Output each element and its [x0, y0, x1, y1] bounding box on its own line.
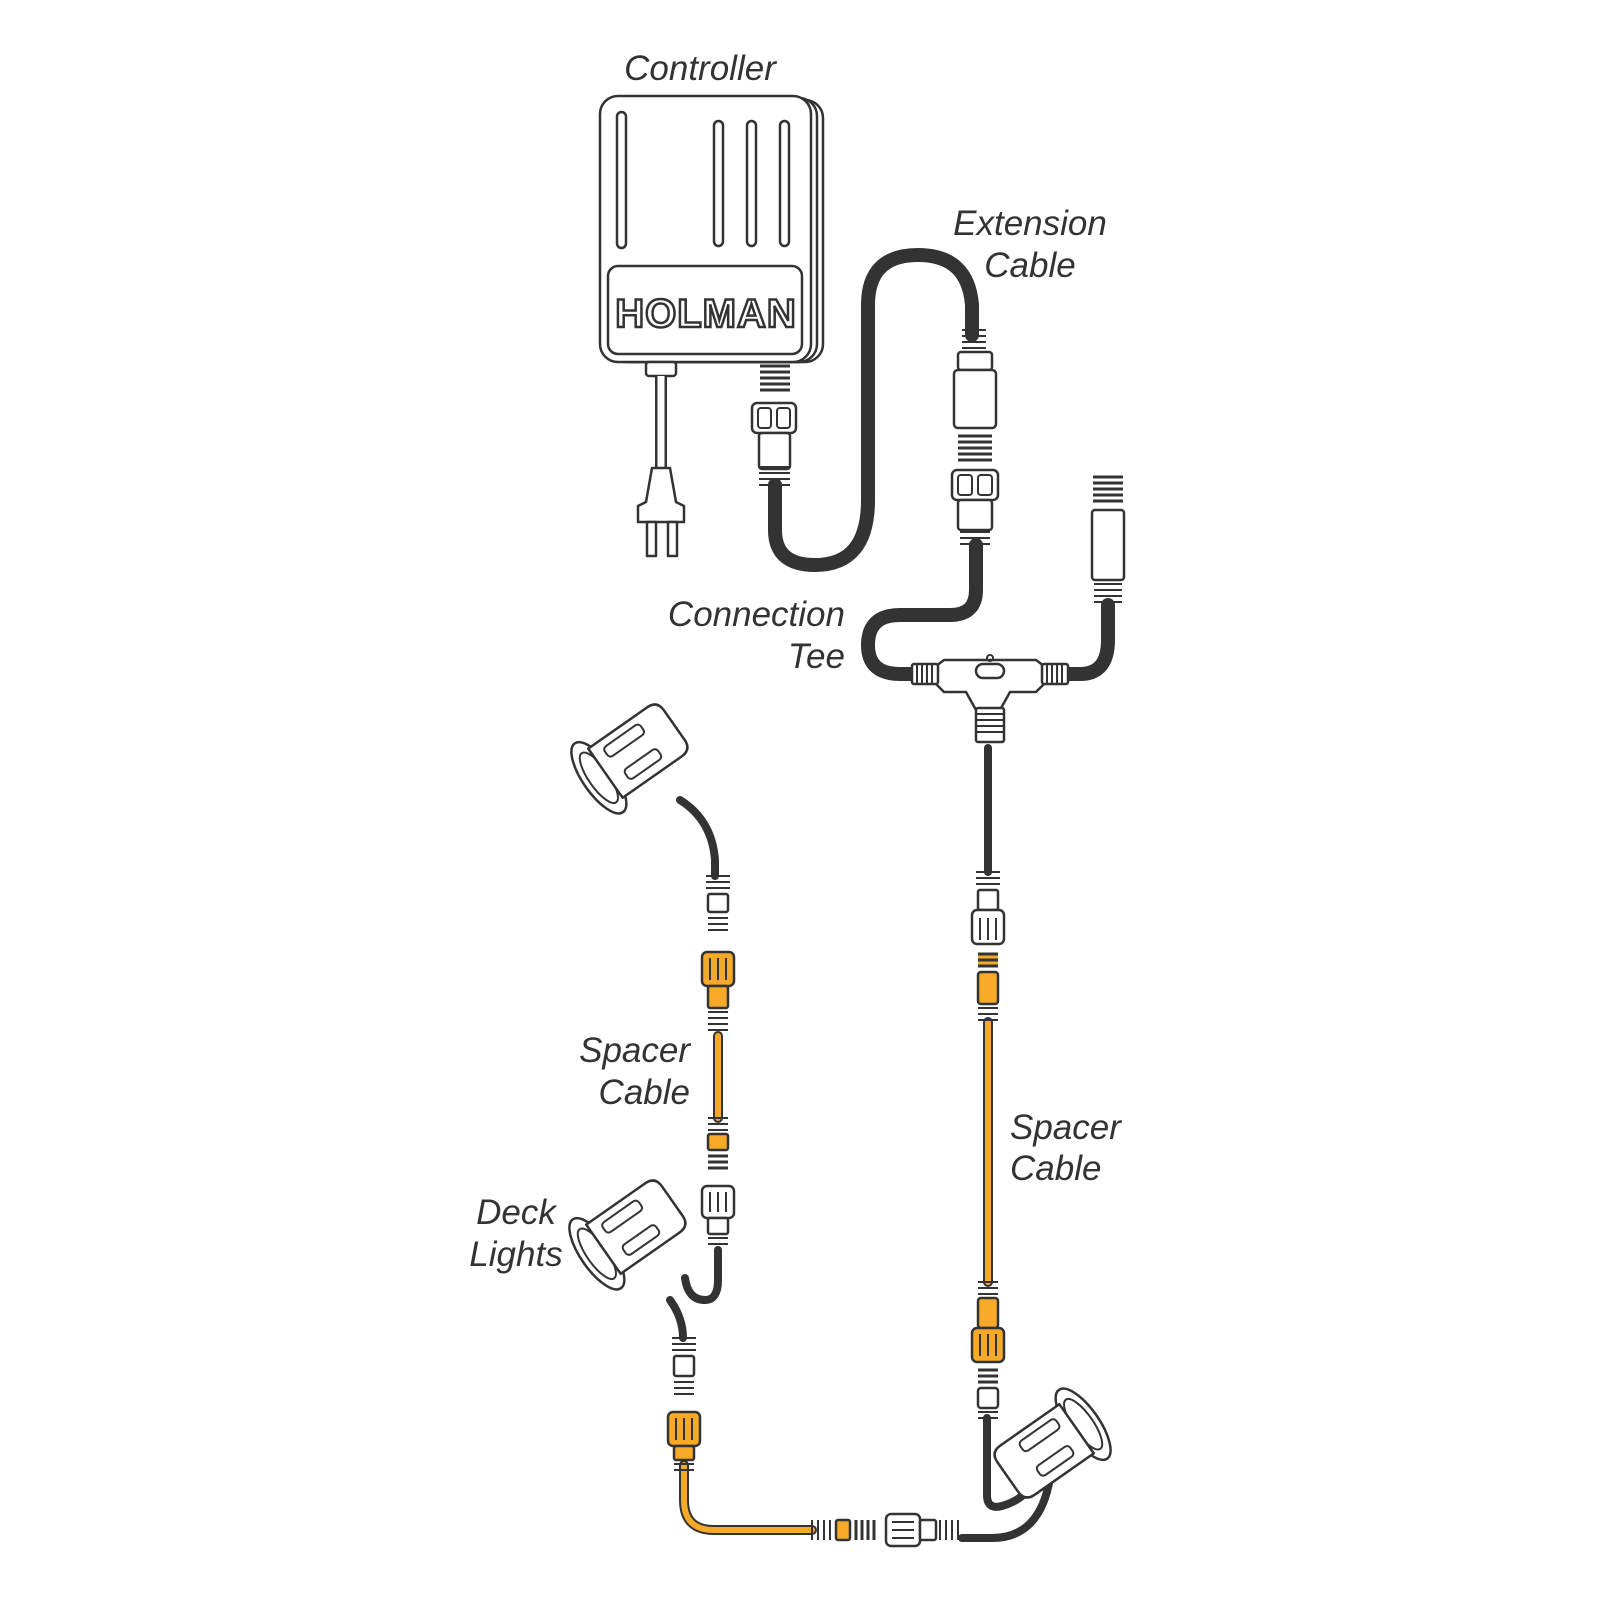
- connection-tee: [910, 654, 1070, 744]
- dark-cables: [666, 248, 1115, 1542]
- right-upper-connector-pair: [970, 871, 1006, 1021]
- spacer-cable-bottom: [679, 1460, 817, 1535]
- controller-vent-3: [745, 119, 758, 248]
- label-deck-line1: Deck: [476, 1193, 557, 1232]
- controller-vent-2: [712, 119, 725, 248]
- bottom-dark-cable: [958, 1474, 1054, 1542]
- power-gland: [644, 360, 678, 378]
- orange-cables: [679, 1017, 993, 1535]
- controller-output-spring: [760, 364, 790, 392]
- plug-pin-left: [645, 520, 658, 558]
- label-spacer-right-line1: Spacer: [1010, 1108, 1122, 1147]
- left-bottom-light-cable-b: [666, 1296, 687, 1342]
- deck-light-bottom-right: [993, 1387, 1112, 1499]
- left-top-light-cable: [676, 796, 719, 880]
- spacer-cable-bottom-core: [681, 1462, 815, 1533]
- labels: Controller Extension Cable Connection Te…: [469, 49, 1122, 1274]
- label-spacer-right-line2: Cable: [1010, 1149, 1101, 1188]
- bottom-horizontal-connector-pair: [811, 1512, 959, 1548]
- extension-lower-connector: [950, 468, 1000, 545]
- label-extension-line1: Extension: [953, 204, 1107, 243]
- label-extension-line2: Cable: [984, 246, 1075, 285]
- controller-vent-4: [778, 119, 791, 248]
- label-tee-line2: Tee: [788, 637, 845, 676]
- label-controller: Controller: [624, 49, 777, 88]
- label-spacer-left-line2: Cable: [599, 1073, 690, 1112]
- holman-logo: HOLMAN: [615, 292, 797, 336]
- controller-output-connector: [750, 401, 798, 486]
- right-lower-connector-pair: [970, 1281, 1006, 1419]
- label-deck-line2: Lights: [469, 1235, 562, 1274]
- tee-right-end-connector: [1090, 475, 1126, 603]
- plug-pin-right: [666, 520, 679, 558]
- left-lower-connector-pair: [700, 1117, 736, 1245]
- left-upper-connector-pair: [700, 875, 736, 1031]
- tee-left-port: [910, 662, 940, 686]
- deck-light-bottom-left: [568, 1179, 687, 1291]
- tee-right-port: [1040, 662, 1070, 686]
- controller-logo-panel: [606, 264, 804, 356]
- label-tee-line1: Connection: [668, 595, 845, 634]
- power-plug: [636, 466, 686, 524]
- cable-to-tee: [861, 538, 983, 681]
- label-spacer-left-line1: Spacer: [579, 1031, 691, 1070]
- deck-light-top-left: [570, 703, 689, 815]
- controller: HOLMAN: [598, 94, 825, 558]
- controller-vent-1: [615, 110, 628, 250]
- tee-right-cable: [1053, 598, 1115, 681]
- extension-upper-connector: [952, 329, 998, 462]
- left-bottom-light-cable-a: [681, 1246, 722, 1304]
- extension-cable: [768, 248, 979, 572]
- bottom-left-connector-pair: [666, 1337, 702, 1471]
